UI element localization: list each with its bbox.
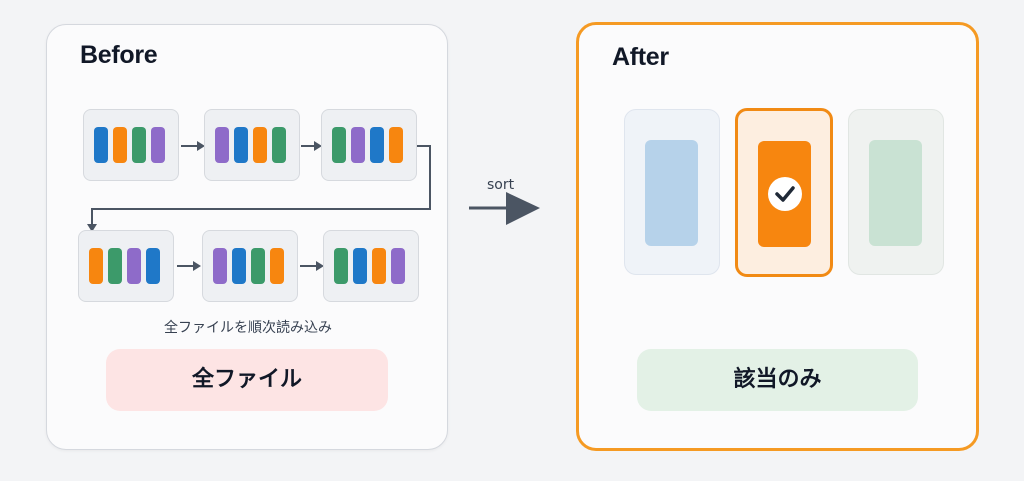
after-title: After <box>612 43 669 71</box>
file-bar-purple <box>391 248 405 284</box>
file-card <box>202 230 298 302</box>
file-bar-orange <box>113 127 127 163</box>
file-bar-orange <box>89 248 103 284</box>
matching-only-pill: 該当のみ <box>637 349 918 411</box>
file-card <box>321 109 417 181</box>
file-bar-purple <box>351 127 365 163</box>
file-bar-blue <box>370 127 384 163</box>
file-bar-green <box>108 248 122 284</box>
file-card-dimmed <box>848 109 944 275</box>
file-bar-blue <box>234 127 248 163</box>
file-bar-blue <box>146 248 160 284</box>
file-bar-green <box>334 248 348 284</box>
sort-arrow-icon <box>469 192 540 225</box>
file-bar-green <box>272 127 286 163</box>
file-bar-blue <box>94 127 108 163</box>
file-card <box>83 109 179 181</box>
file-bar-orange <box>253 127 267 163</box>
file-bar-green <box>132 127 146 163</box>
file-block-green <box>869 140 922 246</box>
file-bar-purple <box>151 127 165 163</box>
file-bar-orange <box>389 127 403 163</box>
file-card-selected <box>735 108 833 277</box>
file-bar-purple <box>215 127 229 163</box>
before-caption: 全ファイルを順次読み込み <box>164 320 332 336</box>
file-bar-orange <box>372 248 386 284</box>
file-bar-blue <box>353 248 367 284</box>
file-card <box>78 230 174 302</box>
file-bar-orange <box>270 248 284 284</box>
all-files-pill: 全ファイル <box>106 349 388 411</box>
sequential-flow-arrows <box>87 141 431 271</box>
check-icon <box>768 177 802 211</box>
file-bar-purple <box>213 248 227 284</box>
file-bar-green <box>332 127 346 163</box>
before-panel: Before <box>46 24 448 450</box>
file-bar-blue <box>232 248 246 284</box>
file-card <box>204 109 300 181</box>
file-bar-green <box>251 248 265 284</box>
after-panel: After 該当のみ <box>576 22 979 451</box>
sort-label: sort <box>487 177 515 193</box>
file-bar-purple <box>127 248 141 284</box>
file-block-blue <box>645 140 698 246</box>
before-title: Before <box>80 41 158 69</box>
file-card <box>323 230 419 302</box>
file-card-dimmed <box>624 109 720 275</box>
